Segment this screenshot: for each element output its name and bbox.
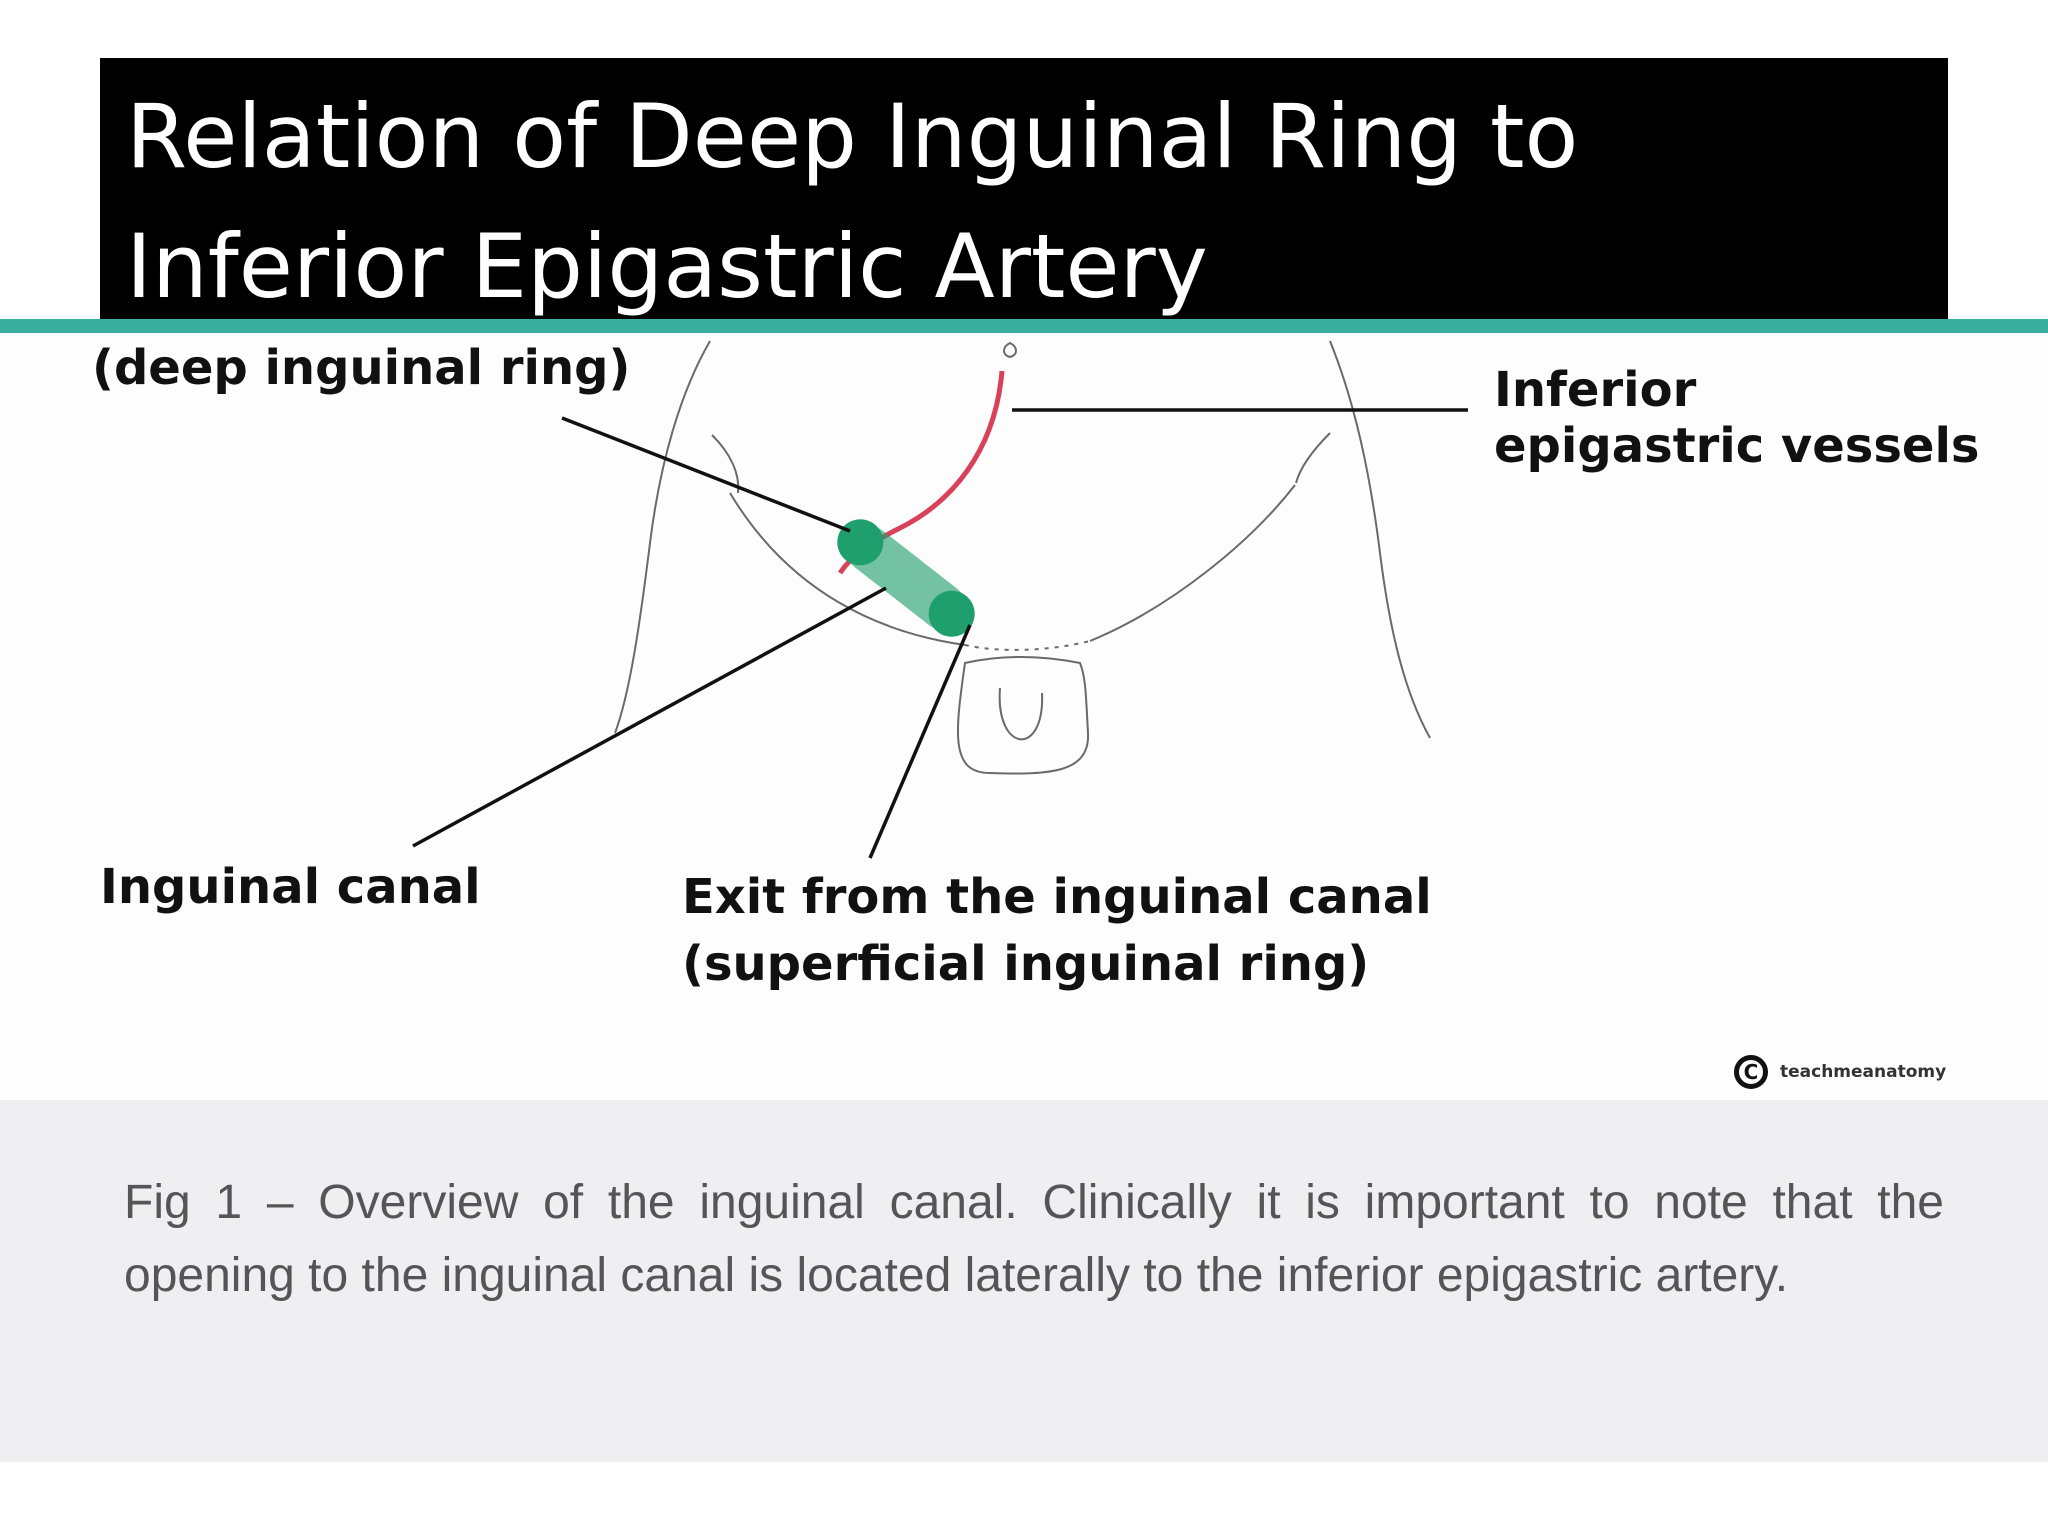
title-banner: Relation of Deep Inguinal Ring to Inferi…	[100, 58, 1948, 320]
caption-panel: Fig 1 – Overview of the inguinal canal. …	[0, 1100, 2048, 1462]
body-outline	[614, 340, 1431, 775]
inferior-vessels-label-line-1: Inferior	[1494, 362, 1697, 418]
watermark-brand: teachmeanatomy	[1780, 1062, 1947, 1082]
copyright-icon: C	[1734, 1055, 1768, 1089]
slide-title-line-2: Inferior Epigastric Artery	[126, 215, 1208, 318]
exit-canal-label-line-2: (superficial inguinal ring)	[682, 936, 1370, 992]
slide-title-line-1: Relation of Deep Inguinal Ring to	[126, 85, 1579, 188]
inguinal-canal-label: Inguinal canal	[100, 859, 481, 915]
deep-inguinal-ring-label: (deep inguinal ring)	[92, 340, 631, 396]
inferior-vessels-label-line-2: epigastric vessels	[1494, 418, 1980, 474]
watermark: C teachmeanatomy	[1734, 1052, 1946, 1092]
inguinal-diagram: (deep inguinal ring) Inferior epigastric…	[0, 333, 2048, 1100]
inguinal-canal-shape	[837, 519, 975, 637]
accent-rule	[0, 319, 2048, 333]
leader-lines	[412, 408, 1468, 859]
figure-caption: Fig 1 – Overview of the inguinal canal. …	[124, 1176, 1944, 1302]
anatomy-drawing	[412, 340, 1468, 859]
exit-canal-label-line-1: Exit from the inguinal canal	[682, 869, 1432, 925]
